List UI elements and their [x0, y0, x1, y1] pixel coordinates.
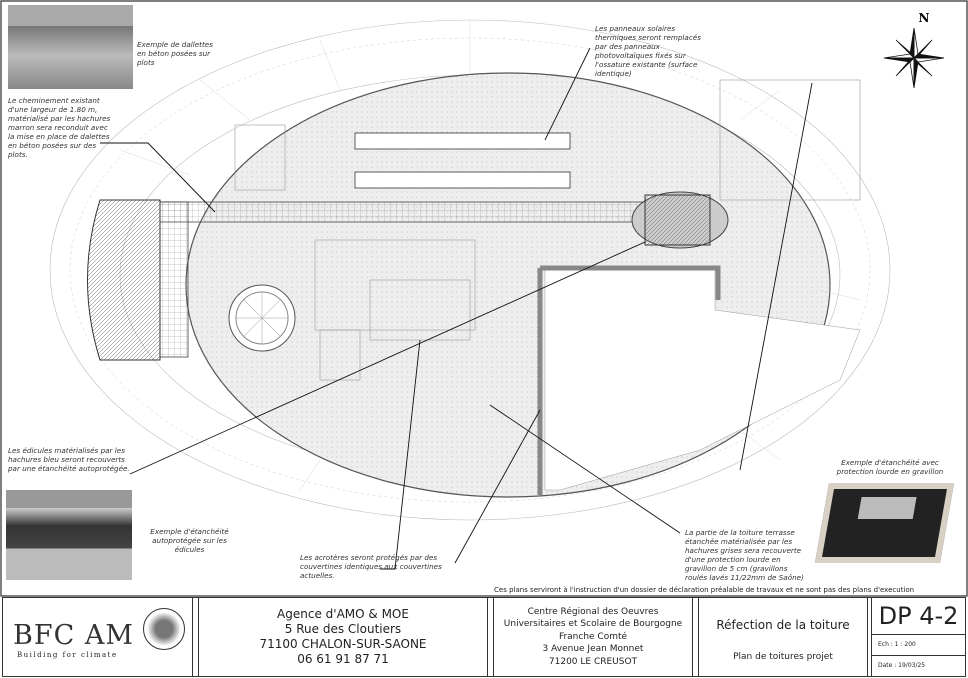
logo-tagline: Building for climate — [17, 651, 118, 659]
ref-cell: DP 4-2 Ech : 1 : 200 Date : 19/03/25 — [871, 598, 965, 676]
note-gravel-example: Exemple d'étanchéité avec protection lou… — [836, 458, 944, 476]
edicule-east — [644, 194, 711, 246]
drawing-scale: Ech : 1 : 200 — [872, 635, 965, 656]
compass-rose — [883, 27, 945, 89]
client-line: Universitaires et Scolaire de Bourgogne — [503, 619, 683, 630]
edicule-west — [87, 199, 161, 361]
agency-phone: 06 61 91 87 71 — [297, 652, 389, 666]
roof-plan-drawing: N — [0, 0, 968, 597]
note-edicules-example: Exemple d'étanchéité autoprotégée sur le… — [150, 527, 229, 554]
drawing-date: Date : 19/03/25 — [878, 662, 926, 669]
logo-text: BFC AM — [13, 620, 134, 651]
client-line: 3 Avenue Jean Monnet — [542, 644, 644, 655]
client-line: Centre Régional des Oeuvres — [527, 606, 659, 617]
drawing-subtitle: Plan de toitures projet — [733, 652, 833, 662]
disclaimer: Ces plans serviront à l'instruction d'un… — [494, 586, 915, 594]
client-line: Franche Comté — [558, 631, 628, 642]
gravel-wedge — [544, 269, 861, 491]
title-cell: Réfection de la toiture Plan de toitures… — [698, 598, 868, 676]
title-block: BFC AM Building for climate Agence d'AMO… — [2, 597, 966, 677]
client-line: 71200 LE CREUSOT — [548, 656, 638, 667]
dalettes-photo — [8, 5, 133, 89]
note-edicules: Les édicules matérialisés par les hachur… — [8, 446, 130, 473]
agency-cell: Agence d'AMO & MOE 5 Rue des Cloutiers 7… — [198, 598, 488, 676]
agency-street: 5 Rue des Cloutiers — [284, 622, 402, 636]
gravel-illustration — [814, 483, 955, 563]
note-solar: Les panneaux solaires thermiques seront … — [595, 24, 701, 78]
note-terrasse: La partie de la toiture terrasse étanché… — [685, 528, 804, 582]
drawing-title: Réfection de la toiture — [716, 618, 850, 632]
agency-name: Agence d'AMO & MOE — [277, 607, 409, 621]
note-acroteres: Les acrotères seront protégés par des co… — [300, 553, 442, 580]
compass-north-label: N — [919, 11, 930, 25]
note-dalettes-example: Exemple de dallettes en béton posées sur… — [137, 40, 213, 67]
agency-city: 71100 CHALON-SUR-SAONE — [259, 637, 427, 651]
edicule-photo — [6, 490, 132, 580]
gravel-bed — [857, 497, 917, 519]
solar-panels-1 — [354, 132, 571, 150]
tree-icon — [143, 608, 185, 650]
walkway — [159, 201, 646, 223]
note-path: Le cheminement existant d'une largeur de… — [8, 96, 111, 159]
solar-panels-2 — [354, 171, 571, 189]
client-cell: Centre Régional des Oeuvres Universitair… — [493, 598, 693, 676]
drawing-reference: DP 4-2 — [872, 598, 965, 635]
logo-cell: BFC AM Building for climate — [3, 598, 193, 676]
